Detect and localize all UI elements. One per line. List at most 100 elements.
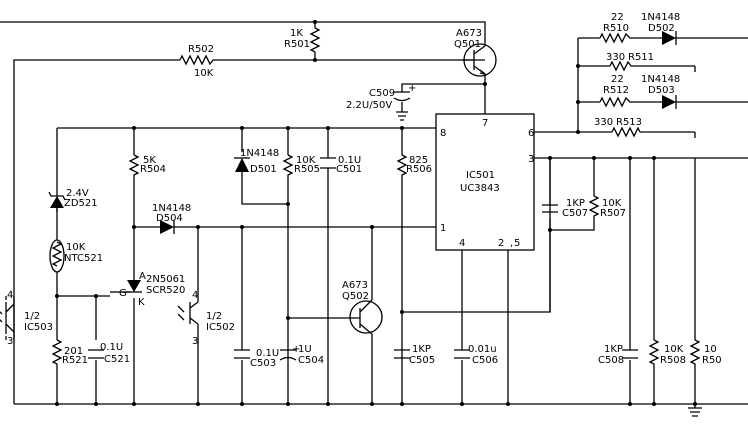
scr520-pin-g: G (119, 288, 127, 299)
zd521-symbol (48, 190, 66, 212)
svg-text:,: , (510, 238, 513, 249)
r508-symbol (648, 339, 660, 366)
ground-symbol (688, 407, 702, 417)
ic501-ref: IC501 (466, 170, 495, 181)
ic501-pin-1: 1 (440, 223, 446, 234)
d504-type: 1N4148 (152, 203, 191, 214)
c521-symbol (88, 349, 104, 359)
r509-ref: R50 (702, 355, 722, 366)
r502-ref: R502 (188, 44, 214, 55)
scr520-symbol (124, 280, 142, 293)
q502-symbol (349, 299, 383, 335)
c505-value: 1KP (412, 344, 431, 355)
d504-ref: D504 (156, 213, 183, 224)
ic501-pin-3: 3 (528, 154, 534, 165)
r507-value: 10K (602, 198, 622, 209)
c509-symbol (393, 91, 411, 121)
c505-ref: C505 (409, 355, 435, 366)
ic501-type: UC3843 (460, 183, 500, 194)
r502-value: 10K (194, 68, 214, 79)
ic502-pin-3: 3 (192, 336, 198, 347)
d504-symbol (160, 220, 175, 234)
r513-symbol (611, 126, 641, 138)
ic501-pin-7: 7 (482, 118, 488, 129)
ic502-pin-4: 4 (192, 290, 198, 301)
d503-ref: D503 (648, 85, 675, 96)
ic503-ref: IC503 (24, 322, 53, 333)
c501-ref: C501 (336, 164, 362, 175)
c504-ref: C504 (298, 355, 324, 366)
zd521-value: 2.4V (66, 188, 89, 199)
c507-symbol (542, 204, 558, 213)
scr520-pin-k: K (138, 297, 145, 308)
r511-value: 330 (606, 52, 625, 63)
r513-ref: R513 (616, 117, 642, 128)
scr520-ref: SCR520 (146, 285, 185, 296)
d502-ref: D502 (648, 23, 675, 34)
ic501-pin-8: 8 (440, 128, 446, 139)
ntc521-ref: NTC521 (64, 253, 103, 264)
ic502-ref: IC502 (206, 322, 235, 333)
scr520-type: 2N5061 (146, 274, 185, 285)
r511-ref: R511 (628, 52, 654, 63)
r505-ref: R505 (294, 164, 320, 175)
ic501-pin-5: 5 (514, 238, 520, 249)
ntc521-value: 10K (66, 242, 86, 253)
ic501-pin-6: 6 (528, 128, 534, 139)
r506-ref: R506 (406, 164, 432, 175)
r521-symbol (51, 339, 63, 366)
c506-value: 0.01u (468, 344, 497, 355)
r502-symbol (179, 54, 215, 66)
r505-value: 10K (296, 155, 316, 166)
c504-value: 1U (298, 344, 312, 355)
c521-value: 0.1U (100, 342, 123, 353)
c501-symbol (320, 157, 336, 169)
r506-symbol (396, 154, 408, 177)
r509-symbol (689, 339, 701, 366)
q501-type: A673 (456, 28, 482, 39)
ic503-pin-3: 3 (7, 336, 13, 347)
junctions (55, 20, 697, 406)
c508-symbol (622, 349, 638, 359)
labels: 1K R501 R502 10K A673 Q501 C509 2.2U/50V… (7, 12, 722, 369)
c509-polarity: + (408, 83, 416, 94)
c507-value: 1KP (566, 198, 585, 209)
c509-ref: C509 (369, 88, 395, 99)
r501-symbol (309, 27, 321, 53)
r506-value: 825 (409, 155, 428, 166)
c508-value: 1KP (604, 344, 623, 355)
r510-symbol (599, 32, 632, 44)
d502-symbol (662, 31, 677, 45)
r521-ref: R521 (62, 355, 88, 366)
c504-polarity: + (292, 344, 300, 355)
q502-type: A673 (342, 280, 368, 291)
c506-ref: C506 (472, 355, 498, 366)
c503-ref: C503 (250, 358, 276, 369)
c501-value: 0.1U (338, 155, 361, 166)
r510-ref: R510 (603, 23, 629, 34)
c508-ref: C508 (598, 355, 624, 366)
r504-value: 5K (143, 155, 156, 166)
r512-ref: R512 (603, 85, 629, 96)
ic503-symbol (0, 296, 15, 340)
ic502-symbol (177, 298, 199, 328)
d501-ref: D501 (250, 164, 277, 175)
r513-value: 330 (594, 117, 613, 128)
d503-type: 1N4148 (641, 74, 680, 85)
r512-symbol (599, 96, 632, 108)
r509-value: 10 (704, 344, 717, 355)
q501-ref: Q501 (454, 39, 481, 50)
r507-ref: R507 (600, 208, 626, 219)
ic502-frac: 1/2 (206, 311, 222, 322)
q502-ref: Q502 (342, 291, 369, 302)
r504-ref: R504 (140, 164, 166, 175)
r501-ref: R501 (284, 39, 310, 50)
c504-symbol (279, 349, 297, 361)
r512-value: 22 (611, 74, 624, 85)
ntc521-symbol (49, 239, 65, 273)
d503-symbol (662, 95, 677, 109)
ic501-pin-4: 4 (459, 238, 465, 249)
d501-type: 1N4148 (240, 148, 279, 159)
ic503-frac: 1/2 (24, 311, 40, 322)
